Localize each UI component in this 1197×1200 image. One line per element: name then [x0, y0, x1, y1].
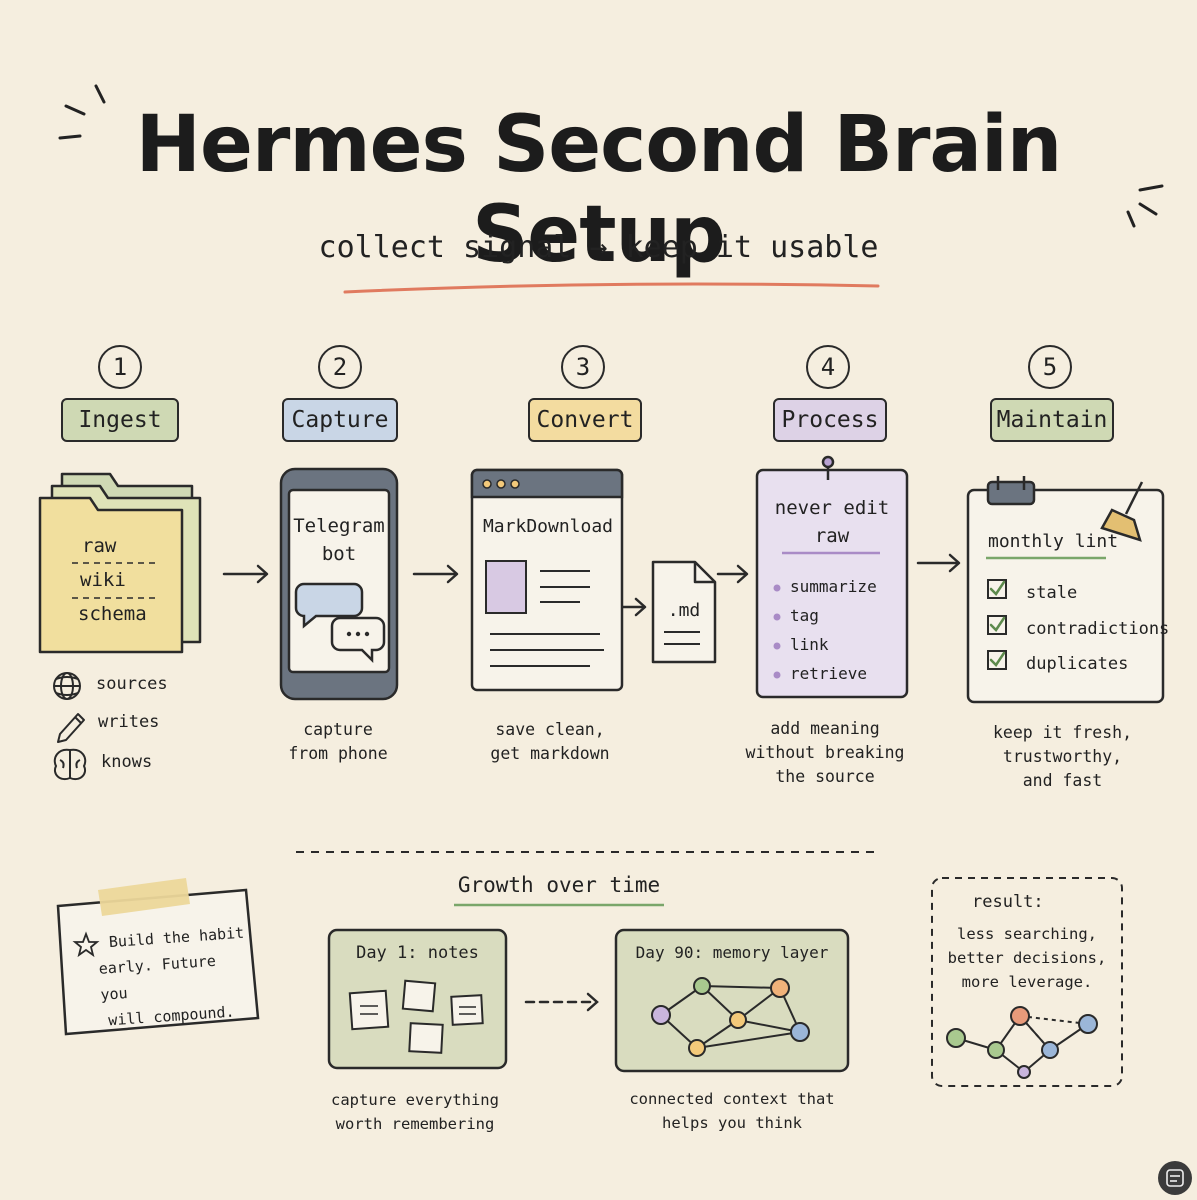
folder-stack-icon [38, 472, 202, 654]
step-4-number: 4 [806, 345, 850, 389]
caption-line: get markdown [490, 744, 610, 763]
day90-caption: connected context that helps you think [620, 1087, 844, 1135]
phone-icon [279, 467, 399, 701]
pencil-icon [57, 713, 85, 743]
step-2-number: 2 [318, 345, 362, 389]
caption-line: worth remembering [335, 1115, 495, 1133]
result-line: more leverage. [961, 973, 1093, 991]
bullet-summarize: summarize [790, 577, 877, 596]
step-5-caption: keep it fresh, trustworthy, and fast [975, 721, 1150, 793]
step-5-label: Maintain [990, 398, 1114, 442]
caption-line: trustworthy, [1002, 747, 1123, 766]
note-title: never edit raw [757, 494, 907, 550]
day90-title: Day 90: memory layer [635, 943, 829, 962]
step-1-label: Ingest [61, 398, 179, 442]
step-5-number: 5 [1028, 345, 1072, 389]
sparkle-icon-right [1126, 184, 1164, 228]
caption-line: the source [775, 767, 875, 786]
note-title-line: never edit [774, 497, 890, 519]
browser-window-icon [470, 468, 624, 692]
window-title: MarkDownload [482, 516, 614, 537]
caption-line: add meaning [770, 719, 880, 738]
day1-caption: capture everything worth remembering [320, 1088, 510, 1136]
check-duplicates: duplicates [1026, 654, 1129, 674]
caption-line: without breaking [745, 743, 905, 762]
phone-text-line: Telegram [293, 515, 385, 537]
file-extension: .md [667, 600, 701, 621]
brain-icon [53, 748, 87, 780]
pinned-note-icon [755, 455, 909, 699]
caption-line: capture [303, 720, 373, 739]
folder-item-schema: schema [78, 603, 147, 625]
phone-text-line: bot [321, 543, 357, 565]
bullet-retrieve: retrieve [790, 664, 868, 683]
result-box [931, 877, 1123, 1087]
step-4-label: Process [773, 398, 887, 442]
caption-line: connected context that [629, 1090, 835, 1108]
tip-text: Build the habit early. Future you will c… [96, 920, 253, 1034]
corner-scan-button [1158, 1161, 1192, 1195]
step-2-label: Capture [282, 398, 398, 442]
result-lines: less searching, better decisions, more l… [942, 922, 1112, 994]
tip-card [56, 878, 260, 1036]
caption-line: capture everything [331, 1091, 499, 1109]
globe-icon [53, 672, 81, 700]
growth-arrow [524, 992, 599, 1012]
result-line: better decisions, [947, 949, 1107, 967]
bullet-link: link [790, 635, 829, 654]
check-contradictions: contradictions [1026, 619, 1170, 639]
step-1-number: 1 [98, 345, 142, 389]
sparkle-icon-left [58, 84, 106, 140]
day90-panel [614, 928, 850, 1073]
caption-line: save clean, [495, 720, 605, 739]
note-title-line: raw [814, 525, 850, 547]
folder-item-raw: raw [82, 535, 117, 557]
checklist-board-icon [966, 476, 1165, 704]
caption-line: and fast [1022, 771, 1103, 790]
caption-line: helps you think [662, 1114, 802, 1132]
broom-icon [1100, 481, 1144, 542]
step-3-caption: save clean, get markdown [470, 718, 630, 766]
check-stale: stale [1026, 583, 1078, 603]
step-3-label: Convert [528, 398, 642, 442]
phone-text: Telegram bot [289, 512, 389, 568]
board-title: monthly lint [988, 531, 1119, 552]
caption-line: from phone [288, 744, 388, 763]
day1-title: Day 1: notes [356, 943, 479, 963]
step-3-number: 3 [561, 345, 605, 389]
result-heading: result: [972, 892, 1044, 912]
step-4-caption: add meaning without breaking the source [740, 717, 910, 789]
step-2-caption: capture from phone [258, 718, 418, 766]
day1-panel [327, 928, 508, 1070]
legend-sources: sources [96, 674, 168, 694]
page-title: Hermes Second Brain Setup [135, 100, 1063, 280]
star-icon [72, 931, 100, 958]
flow-arrows [222, 553, 961, 617]
bullet-tag: tag [790, 606, 819, 625]
caption-line: keep it fresh, [992, 723, 1133, 742]
page-subtitle: collect signal → keep it usable [318, 230, 879, 265]
result-line: less searching, [957, 925, 1097, 943]
legend-writes: writes [98, 712, 160, 732]
folder-item-wiki: wiki [80, 569, 126, 591]
markdown-file-icon [651, 560, 717, 664]
legend-knows: knows [101, 752, 153, 772]
growth-heading: Growth over time [457, 873, 661, 897]
subtitle-underline [343, 282, 880, 294]
